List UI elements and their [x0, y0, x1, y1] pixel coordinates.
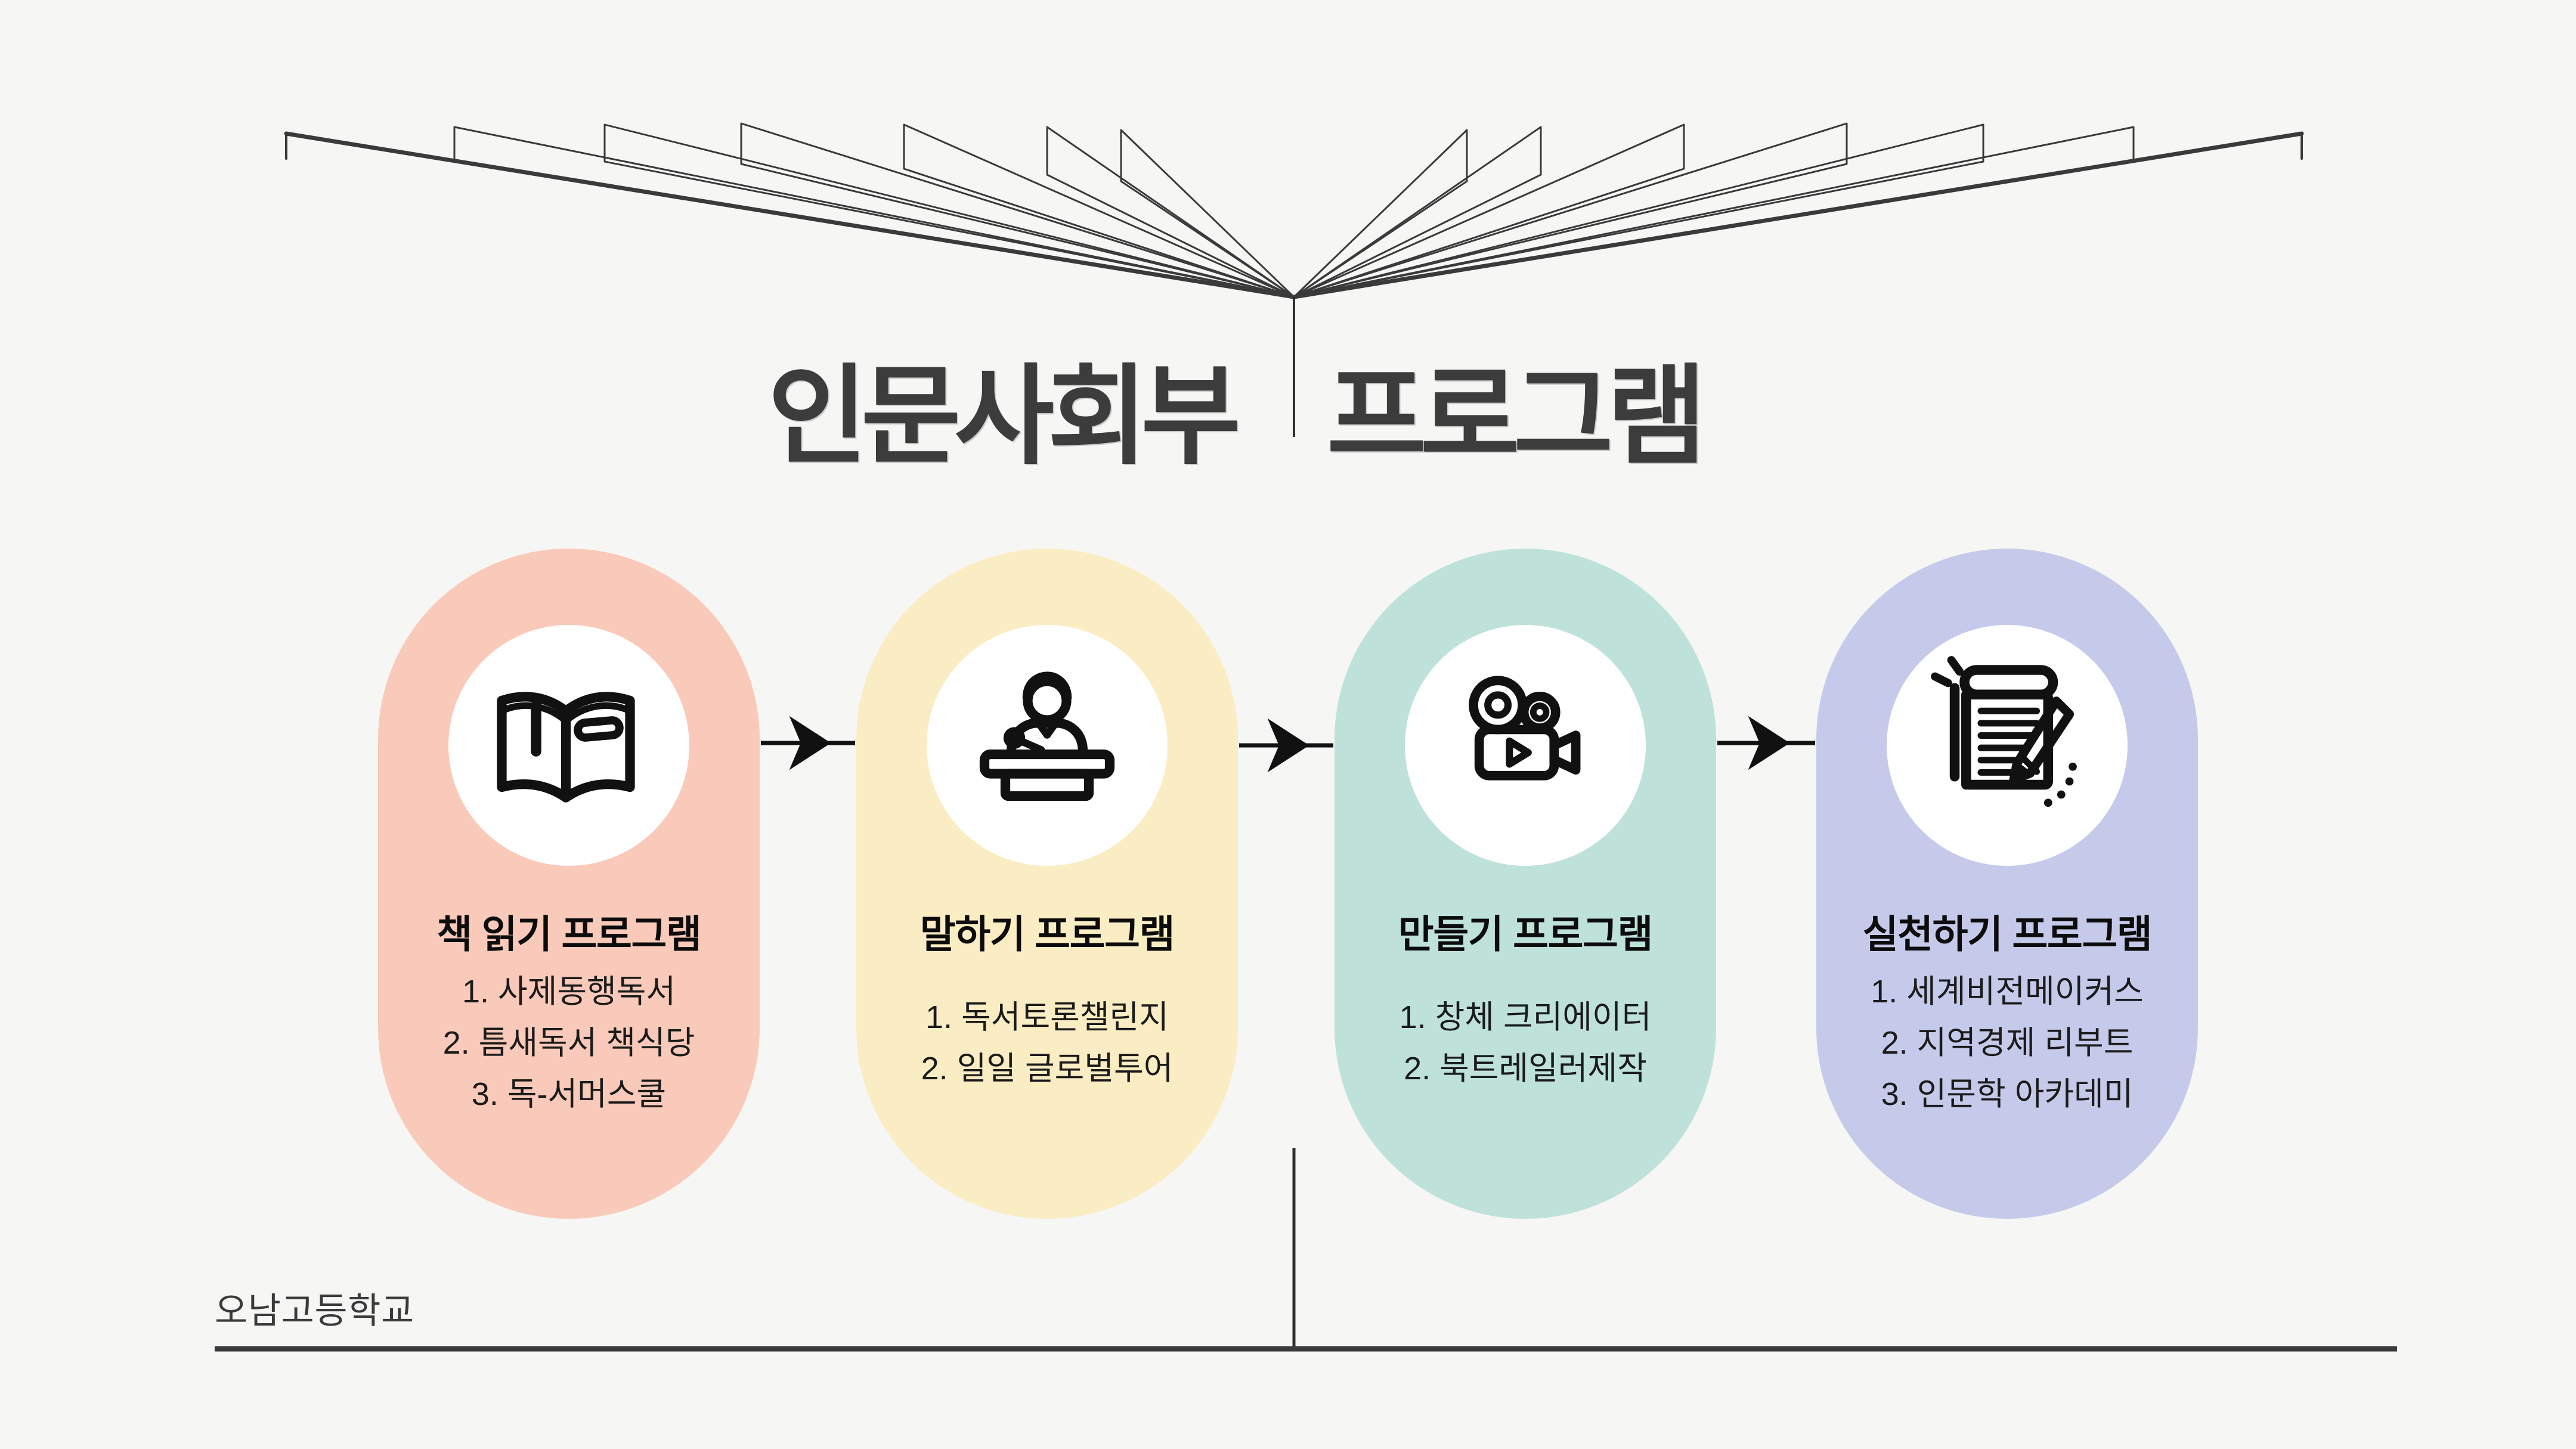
icon-circle [448, 625, 689, 866]
program-card-book-reading: 책 읽기 프로그램 1. 사제동행독서 2. 틈새독서 책식당 3. 독-서머스… [378, 549, 760, 1219]
list-item: 3. 독-서머스쿨 [471, 1076, 667, 1112]
card-title: 만들기 프로그램 [1398, 912, 1654, 956]
flow-arrow-1 [761, 716, 855, 770]
list-item: 1. 사제동행독서 [462, 974, 676, 1010]
list-item: 1. 독서토론챌린지 [925, 999, 1169, 1035]
card-title: 실천하기 프로그램 [1862, 912, 2153, 956]
open-book-icon [497, 692, 635, 803]
flow-arrow-3 [1717, 716, 1815, 770]
flow-arrow-2 [1239, 718, 1333, 773]
icon-circle [927, 625, 1168, 866]
list-item: 2. 지역경제 리부트 [1881, 1025, 2134, 1061]
video-camera-icon [1469, 676, 1581, 781]
icon-circle [1405, 625, 1646, 866]
program-card-making: 만들기 프로그램 1. 창체 크리에이터 2. 북트레일러제작 [1335, 549, 1716, 1219]
page-title-word-1: 인문사회부 [767, 355, 1241, 477]
list-item: 3. 인문학 아카데미 [1881, 1076, 2134, 1112]
arrowhead-icon [1267, 718, 1309, 773]
list-item: 1. 세계비전메이커스 [1871, 974, 2144, 1010]
scroll-pencil-icon [1931, 656, 2077, 807]
podium-speaker-icon [979, 671, 1115, 801]
card-list: 1. 세계비전메이커스 2. 지역경제 리부트 3. 인문학 아카데미 [1816, 962, 2198, 1123]
card-title: 말하기 프로그램 [919, 912, 1175, 956]
list-item: 1. 창체 크리에이터 [1399, 999, 1652, 1035]
list-item: 2. 일일 글로벌투어 [921, 1051, 1174, 1086]
card-list: 1. 독서토론챌린지 2. 일일 글로벌투어 [856, 962, 1238, 1123]
list-item: 2. 북트레일러제작 [1404, 1051, 1647, 1086]
arrowhead-icon [1748, 716, 1790, 770]
card-list: 1. 창체 크리에이터 2. 북트레일러제작 [1335, 962, 1716, 1123]
list-item: 2. 틈새독서 책식당 [442, 1025, 695, 1061]
arrowhead-icon [789, 716, 831, 770]
icon-circle [1887, 625, 2128, 866]
page-title-word-2: 프로그램 [1327, 355, 1707, 477]
school-name: 오남고등학교 [215, 1291, 414, 1331]
program-card-practicing: 실천하기 프로그램 1. 세계비전메이커스 2. 지역경제 리부트 3. 인문학… [1816, 549, 2198, 1219]
card-list: 1. 사제동행독서 2. 틈새독서 책식당 3. 독-서머스쿨 [378, 962, 760, 1123]
open-book-fan-illustration [284, 122, 2304, 299]
card-title: 책 읽기 프로그램 [436, 912, 701, 956]
program-card-speaking: 말하기 프로그램 1. 독서토론챌린지 2. 일일 글로벌투어 [856, 549, 1238, 1219]
